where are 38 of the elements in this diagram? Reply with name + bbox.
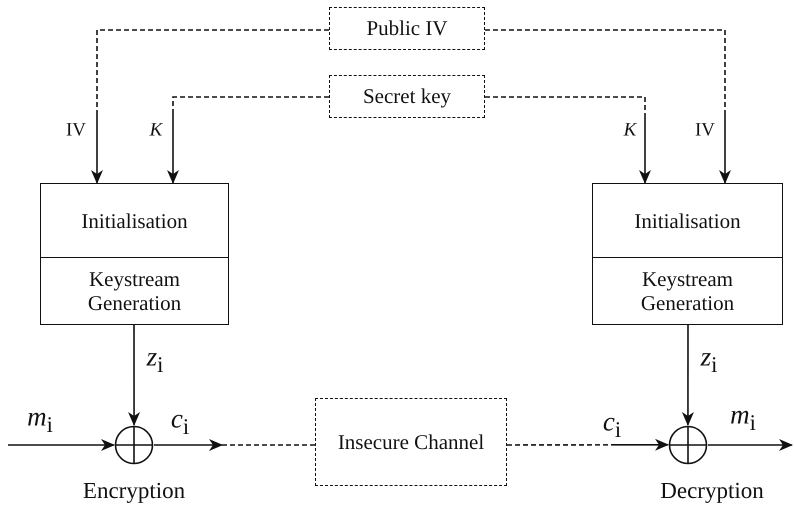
box-text: Insecure Channel xyxy=(336,430,486,454)
process-box xyxy=(592,257,783,325)
edge-label: m$_{i}$ xyxy=(730,402,756,434)
edge-label: IV xyxy=(66,120,86,140)
edge-label: K xyxy=(624,120,636,140)
arrow xyxy=(485,96,651,184)
process-box xyxy=(40,257,229,325)
box-text: Keystream Generation xyxy=(86,266,182,316)
edge-label: z$_{i}$ xyxy=(700,344,718,376)
edge-label: IV xyxy=(694,120,716,140)
box-text: Public IV xyxy=(365,16,449,41)
box-text: Initialisation xyxy=(633,208,742,234)
box-text: Secret key xyxy=(362,84,452,109)
arrow xyxy=(8,439,115,451)
arrow xyxy=(128,325,140,426)
caption-text: Encryption xyxy=(82,478,186,504)
box-text: Keystream Generation xyxy=(640,266,736,316)
arrow xyxy=(682,325,694,426)
arrow xyxy=(167,96,329,184)
edge-label: c$_{i}$ xyxy=(170,406,190,438)
edge-label: K xyxy=(150,120,162,140)
dashed-box xyxy=(315,398,507,486)
edge-label: z$_{i}$ xyxy=(146,344,164,376)
xor-circle xyxy=(668,425,708,465)
arrow xyxy=(91,29,329,184)
arrow xyxy=(708,439,793,451)
box-text: Initialisation xyxy=(80,208,189,234)
edge-label: m$_{i}$ xyxy=(27,404,53,436)
edge-label: c$_{i}$ xyxy=(602,408,622,442)
arrow xyxy=(507,438,669,451)
xor-circle xyxy=(114,425,154,465)
arrow xyxy=(485,29,731,184)
arrow xyxy=(154,439,223,451)
caption-text: Decryption xyxy=(660,478,764,504)
process-box xyxy=(40,183,229,259)
dashed-box xyxy=(329,7,485,50)
dashed-box xyxy=(329,75,485,118)
process-box xyxy=(592,183,783,259)
